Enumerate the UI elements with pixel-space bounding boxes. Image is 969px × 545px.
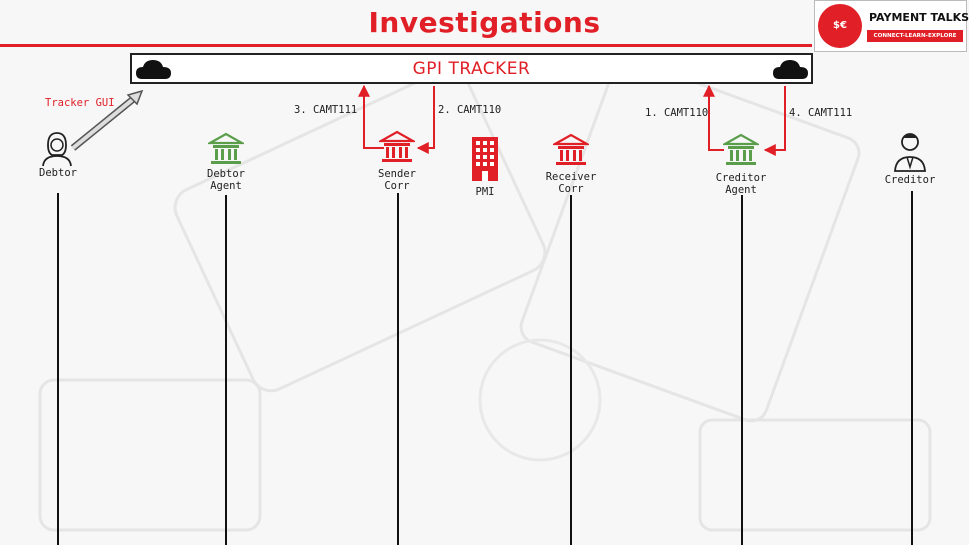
payment-talks-logo: $€ PAYMENT TALKS CONNECT-LEARN-EXPLORE	[814, 0, 969, 52]
person-female-icon	[42, 132, 72, 167]
participant-label: Creditor	[884, 174, 936, 186]
logo-name: PAYMENT TALKS	[869, 11, 969, 24]
tracker-gui-arrow	[71, 94, 139, 150]
currency-coin-icon: $€	[818, 4, 862, 48]
logo-tagline: CONNECT-LEARN-EXPLORE	[867, 30, 963, 42]
lifeline-debtor	[57, 193, 59, 545]
participant-label: Creditor Agent	[715, 172, 767, 196]
lifeline-sender-corr	[397, 193, 399, 545]
arrow-camt110-creditor-agent-to-tracker	[703, 84, 724, 151]
participant-label: Sender Corr	[378, 168, 416, 192]
arrow-camt110-tracker-to-sender	[416, 86, 435, 154]
lifeline-debtor-agent	[225, 195, 227, 545]
participant-label: Receiver Corr	[545, 171, 597, 195]
title-underline	[0, 44, 812, 47]
building-icon	[472, 137, 498, 181]
participant-label: Debtor Agent	[207, 168, 245, 192]
message-label: 4. CAMT111	[789, 107, 853, 119]
gpi-tracker-bar: GPI TRACKER	[130, 53, 813, 84]
tracker-gui-label: Tracker GUI	[45, 97, 115, 109]
bank-icon	[379, 130, 415, 162]
cloud-icon	[773, 60, 808, 79]
message-label: 1. CAMT110	[645, 107, 709, 119]
lifeline-creditor-agent	[741, 195, 743, 545]
bank-icon	[553, 133, 589, 165]
message-label: 2. CAMT110	[438, 104, 502, 116]
page-title: Investigations	[368, 6, 601, 39]
arrow-camt111-tracker-to-creditor-agent	[763, 86, 786, 156]
cloud-icon	[136, 60, 171, 79]
lifeline-receiver-corr	[570, 195, 572, 545]
participant-label: Debtor	[39, 167, 77, 179]
message-label: 3. CAMT111	[294, 104, 358, 116]
arrow-camt111-sender-to-tracker	[358, 84, 384, 149]
person-male-icon	[894, 133, 926, 172]
gpi-tracker-label: GPI TRACKER	[412, 59, 531, 79]
lifeline-creditor	[911, 191, 913, 545]
bank-icon	[723, 133, 759, 165]
bank-icon	[208, 132, 244, 164]
participant-label: PMI	[475, 186, 495, 198]
